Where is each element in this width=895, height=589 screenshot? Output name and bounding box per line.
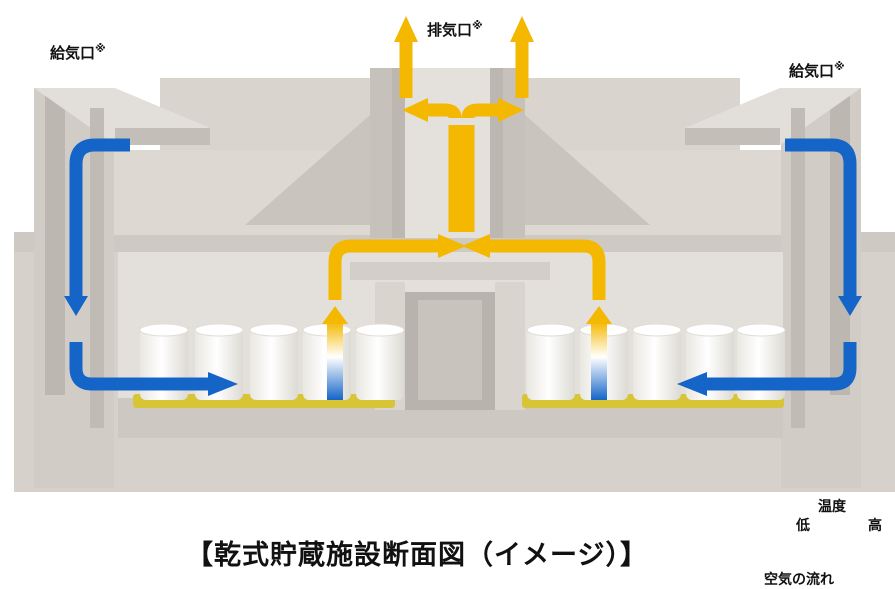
- cool-air-arrow-left-lower: [69, 342, 210, 391]
- canister: [526, 323, 576, 400]
- warm-air-arrowheads: [394, 16, 534, 258]
- canister: [249, 323, 299, 400]
- facility-cross-section: [14, 16, 895, 492]
- warm-air-split-right: [461, 103, 500, 119]
- exhaust-vent-text: 排気口: [427, 21, 473, 39]
- arrowhead-right-left: [208, 372, 238, 396]
- legend-high: 高: [868, 518, 882, 534]
- canister: [632, 323, 682, 400]
- cool-air-flow: [69, 138, 857, 391]
- heat-arrowhead-left: [322, 306, 348, 324]
- supply-vent-text-right: 給気口: [789, 62, 835, 80]
- legend-airflow: 空気の流れ: [764, 572, 834, 588]
- supply-vent-label-left: 給気口※: [50, 42, 106, 63]
- arrowhead-split-right: [498, 98, 524, 122]
- note-mark-exhaust: ※: [472, 19, 483, 32]
- supply-vent-label-right: 給気口※: [789, 60, 845, 81]
- diagram-caption: 【乾式貯蔵施設断面図（イメージ）】: [186, 540, 648, 571]
- warm-air-left: [328, 239, 440, 300]
- heat-arrowhead-right: [586, 306, 612, 324]
- canister: [355, 323, 405, 400]
- exhaust-vent-label: 排気口※: [427, 19, 483, 40]
- arrowhead-down-right: [838, 296, 862, 316]
- warm-air-right: [488, 239, 606, 300]
- cool-air-arrow-right: [785, 138, 857, 298]
- arrowhead-exhaust-left: [394, 16, 418, 42]
- supply-structure-right: [685, 88, 861, 488]
- warm-air-flow: [328, 40, 606, 300]
- arrowhead-down-left: [64, 296, 88, 316]
- exhaust-stack: [370, 68, 525, 238]
- legend-temperature: 温度: [818, 499, 846, 515]
- arrowhead-exhaust-right: [510, 16, 534, 42]
- warm-air-split-left: [425, 103, 462, 119]
- heat-column-left: [327, 322, 343, 400]
- legend: 温度 低 高 空気の流れ: [762, 494, 895, 589]
- legend-low: 低: [796, 518, 810, 534]
- heated-air-rise: [322, 306, 612, 400]
- note-mark-right: ※: [834, 60, 845, 73]
- arrowhead-left-right: [677, 372, 707, 396]
- note-mark-left: ※: [95, 42, 106, 55]
- arrowhead-center-right: [462, 234, 490, 258]
- cool-air-arrow-right-lower: [705, 342, 857, 391]
- cool-air-arrow-left: [69, 138, 130, 298]
- cool-air-arrowheads: [64, 296, 862, 396]
- heat-column-right: [591, 322, 607, 400]
- supply-vent-text-left: 給気口: [50, 44, 96, 62]
- arrowhead-center-left: [438, 234, 466, 258]
- arrowhead-split-left: [402, 98, 428, 122]
